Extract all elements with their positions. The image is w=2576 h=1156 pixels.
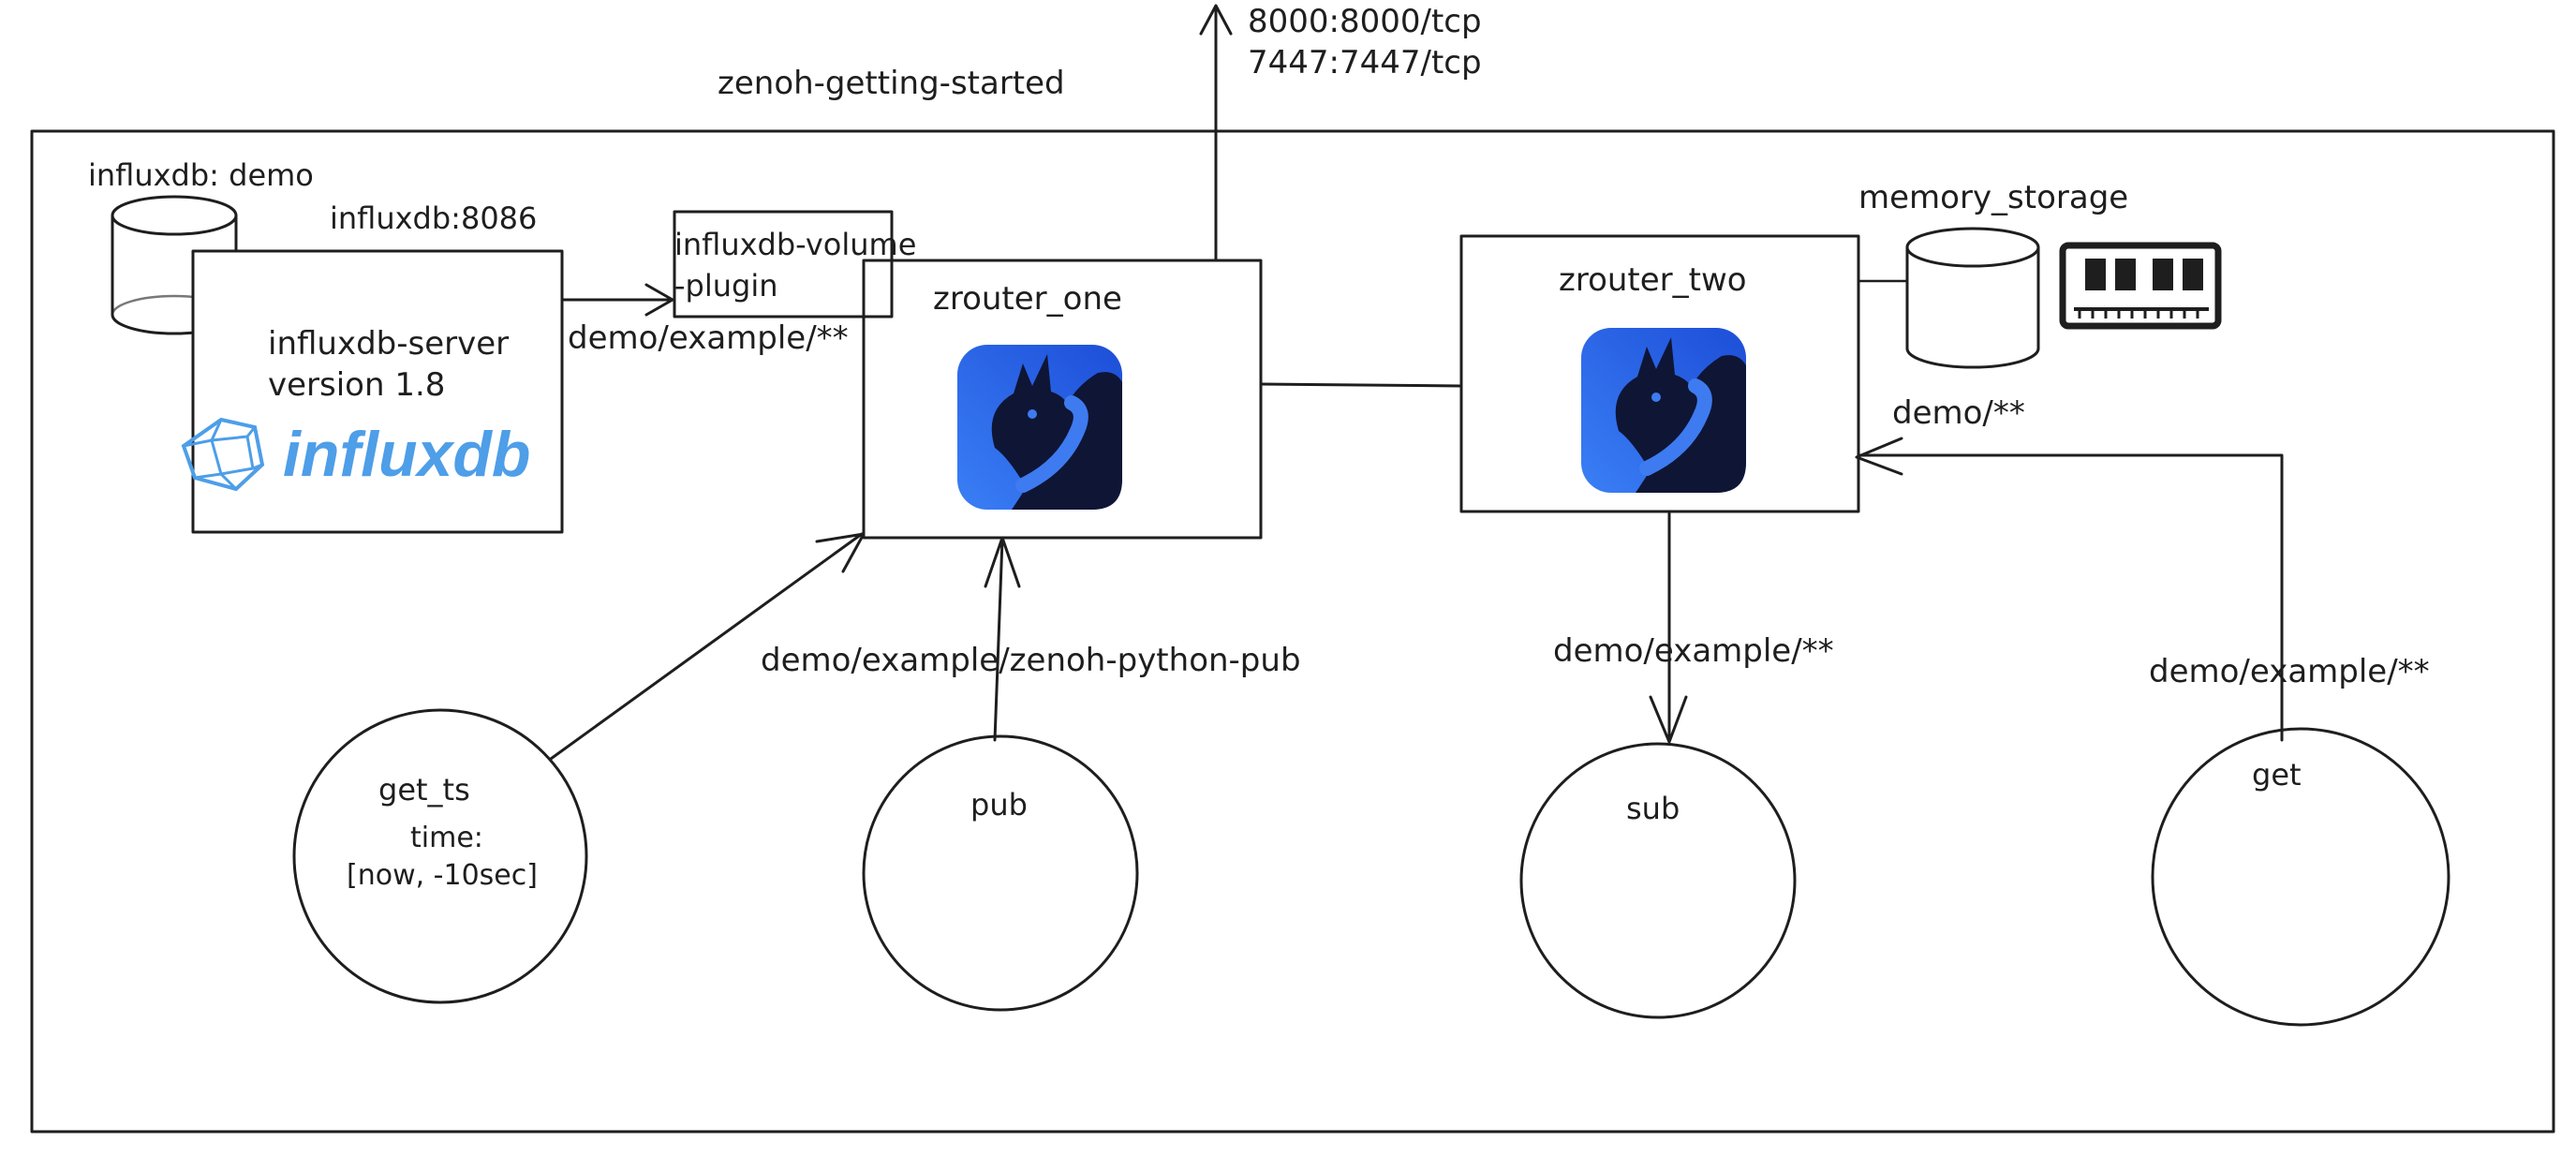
server-to-plugin-arrow — [560, 283, 674, 317]
ports-arrow — [1199, 4, 1233, 260]
plugin-label-2: -plugin — [674, 268, 778, 304]
get-key-label: demo/example/** — [2149, 653, 2430, 690]
zrouter-one-box — [862, 259, 1263, 540]
sub-key-label: demo/example/** — [1553, 632, 1834, 670]
get-node — [2151, 727, 2450, 1027]
influx-server-version: version 1.8 — [268, 366, 445, 404]
influxdb-server-box — [191, 249, 564, 534]
get-ts-title: get_ts — [378, 772, 470, 808]
sub-node — [1519, 742, 1797, 1019]
pub-node — [862, 734, 1139, 1012]
zrouter-two-label: zrouter_two — [1559, 261, 1747, 299]
influxdb-logo-icon — [181, 417, 265, 492]
ports-label-2: 7447:7447/tcp — [1248, 44, 1482, 82]
influxdb-volume-plugin-box — [673, 210, 894, 319]
plugin-label-1: influxdb-volume — [674, 227, 916, 262]
memory-storage-label: memory_storage — [1858, 179, 2128, 216]
network-name-label: zenoh-getting-started — [718, 65, 1065, 102]
get-ts-node — [292, 708, 588, 1004]
influx-host-port-label: influxdb:8086 — [330, 200, 537, 236]
get-ts-time-label: time: — [410, 822, 483, 854]
zrouter-two-box — [1459, 234, 1860, 513]
sub-label: sub — [1626, 791, 1680, 826]
get-label: get — [2252, 757, 2302, 793]
router-two-to-sub-arrow — [1649, 511, 1688, 744]
memory-database-icon — [1905, 227, 2040, 369]
router-link-line — [1259, 382, 1463, 388]
plugin-key-label: demo/example/** — [568, 319, 849, 357]
influxdb-logo-text: influxdb — [283, 419, 530, 490]
pub-label: pub — [970, 787, 1028, 823]
influx-server-title: influxdb-server — [268, 325, 509, 363]
zenoh-dragon-icon — [957, 345, 1122, 510]
pub-key-label: demo/example/zenoh-python-pub — [761, 642, 1301, 679]
influx-db-name-label: influxdb: demo — [88, 157, 314, 193]
get-ts-to-router-one-arrow — [549, 532, 866, 761]
zenoh-dragon-icon — [1581, 328, 1746, 493]
ports-label-1: 8000:8000/tcp — [1248, 3, 1482, 40]
get-to-router-two-arrow — [1855, 437, 2284, 742]
memory-ram-icon — [2059, 242, 2222, 330]
get-ts-range-label: [now, -10sec] — [347, 859, 538, 892]
memory-key-label: demo/** — [1892, 394, 2025, 432]
pub-to-router-one-arrow — [984, 536, 1021, 742]
network-boundary — [30, 129, 2555, 1134]
zrouter-one-label: zrouter_one — [933, 280, 1122, 318]
